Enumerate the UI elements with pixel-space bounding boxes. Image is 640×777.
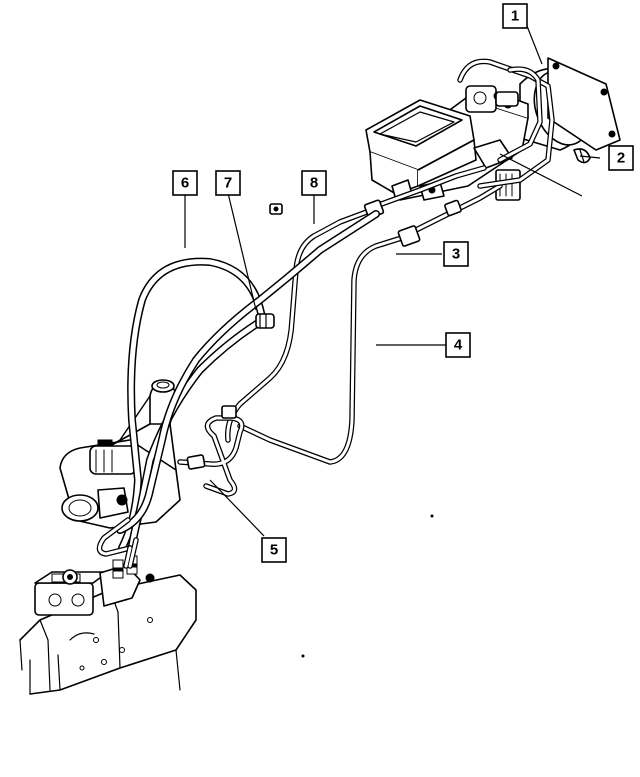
callout-6: 6: [172, 170, 198, 196]
callout-1: 1: [502, 3, 528, 29]
callout-4: 4: [445, 332, 471, 358]
callout-7-label: 7: [224, 175, 232, 192]
callout-8-label: 8: [310, 175, 318, 192]
callout-7: 7: [215, 170, 241, 196]
callout-6-label: 6: [181, 175, 189, 192]
power-steering-hoses: [96, 210, 380, 569]
callout-5: 5: [261, 537, 287, 563]
callout-5-label: 5: [270, 542, 278, 559]
scan-specks: [301, 514, 434, 658]
callout-4-label: 4: [454, 337, 463, 354]
leader-lines: [184, 25, 601, 537]
callout-3-label: 3: [452, 246, 460, 263]
callout-2: 2: [608, 145, 634, 171]
steering-gear: [34, 555, 155, 616]
callout-1-label: 1: [511, 8, 519, 25]
cooler-line: [177, 405, 245, 497]
callout-3: 3: [443, 241, 469, 267]
callout-2-label: 2: [617, 150, 625, 167]
callout-8: 8: [301, 170, 327, 196]
